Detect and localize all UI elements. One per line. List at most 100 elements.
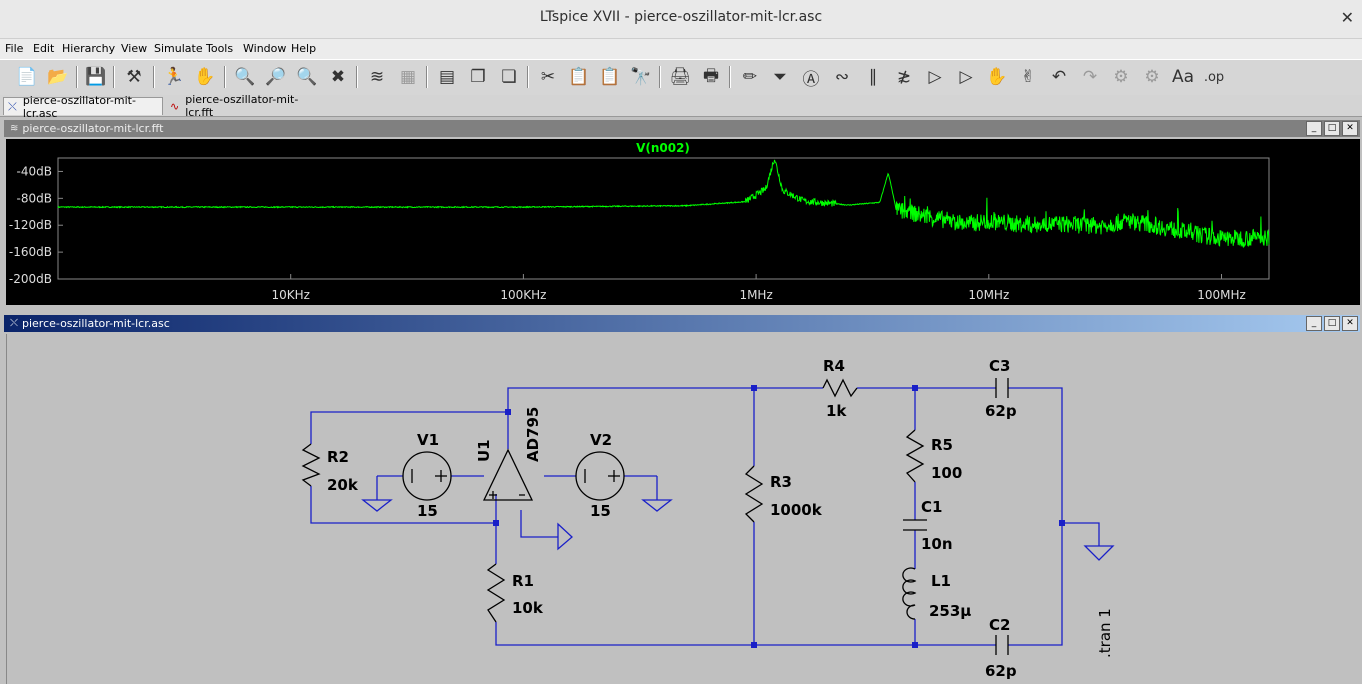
pick-visible-icon[interactable]: ▦ bbox=[399, 67, 417, 87]
c1-ref: C1 bbox=[921, 498, 942, 516]
inductor-l1-symbol[interactable] bbox=[902, 567, 917, 620]
new-schematic-icon[interactable]: 📄 bbox=[16, 67, 38, 87]
x-tick-label: 10MHz bbox=[968, 288, 1009, 302]
resistor-icon[interactable]: ∾ bbox=[834, 67, 850, 87]
resistor-r3-symbol[interactable] bbox=[744, 465, 764, 523]
resistor-r4-symbol[interactable] bbox=[822, 378, 858, 398]
zoom-out-icon[interactable]: 🔍 bbox=[296, 67, 318, 87]
document-tabs: ⤬ pierce-oszillator-mit-lcr.asc ∿ pierce… bbox=[0, 93, 1362, 120]
capacitor-c2-symbol[interactable] bbox=[995, 635, 1009, 655]
c2-ref: C2 bbox=[989, 616, 1010, 634]
menu-tools[interactable]: Tools bbox=[206, 42, 234, 55]
draw-wire-icon[interactable]: ✏ bbox=[742, 67, 758, 87]
copy-icon[interactable]: 📋 bbox=[568, 67, 590, 87]
tile-vertical-icon[interactable]: ❏ bbox=[501, 67, 517, 87]
y-tick-label: -80dB bbox=[17, 191, 52, 205]
close-button[interactable]: ✕ bbox=[1342, 316, 1358, 331]
redo-icon[interactable]: ↷ bbox=[1082, 67, 1098, 87]
resistor-r2-symbol[interactable] bbox=[301, 443, 321, 487]
paste-icon[interactable]: 📋 bbox=[599, 67, 621, 87]
r2-value: 20k bbox=[327, 476, 359, 494]
spice-directive-tran[interactable]: .tran 1 bbox=[1096, 608, 1114, 658]
voltage-source-v2-symbol[interactable] bbox=[575, 451, 625, 501]
y-tick-label: -200dB bbox=[9, 272, 52, 286]
schematic-canvas[interactable]: R4 1k C3 62p R2 20k V1 15 U1 AD795 V2 15… bbox=[6, 334, 1361, 684]
drag-icon[interactable]: ✌ bbox=[1020, 67, 1036, 87]
minimize-button[interactable]: _ bbox=[1306, 316, 1322, 331]
r1-value: 10k bbox=[512, 599, 544, 617]
mirror-icon[interactable]: ⚙ bbox=[1144, 67, 1160, 87]
halt-icon[interactable]: ✋ bbox=[194, 67, 216, 87]
capacitor-c3-symbol[interactable] bbox=[995, 378, 1009, 398]
fft-chart[interactable]: V(n002) -40dB-80dB-120dB-160dB-200dB 10K… bbox=[6, 139, 1360, 305]
fft-plot-pane[interactable]: V(n002) -40dB-80dB-120dB-160dB-200dB 10K… bbox=[6, 139, 1360, 305]
autorange-icon[interactable]: ≋ bbox=[369, 67, 385, 87]
find-icon[interactable]: 🔭 bbox=[630, 67, 652, 87]
undo-icon[interactable]: ↶ bbox=[1051, 67, 1067, 87]
opamp-u1-symbol[interactable] bbox=[482, 448, 534, 501]
c1-value: 10n bbox=[921, 535, 953, 553]
inductor-icon[interactable]: ≵ bbox=[896, 67, 912, 87]
close-button[interactable]: ✕ bbox=[1342, 121, 1358, 136]
component-icon[interactable]: ▷ bbox=[959, 67, 973, 87]
maximize-button[interactable]: □ bbox=[1324, 121, 1340, 136]
capacitor-c1-symbol[interactable] bbox=[903, 519, 927, 531]
schematic-drawing[interactable]: R4 1k C3 62p R2 20k V1 15 U1 AD795 V2 15… bbox=[7, 334, 1361, 684]
run-icon[interactable]: 🏃 bbox=[163, 67, 185, 87]
voltage-source-v1-symbol[interactable] bbox=[402, 451, 452, 501]
control-panel-icon[interactable]: ⚒ bbox=[126, 67, 142, 87]
r5-ref: R5 bbox=[931, 436, 953, 454]
r1-ref: R1 bbox=[512, 572, 534, 590]
fft-window-titlebar[interactable]: ≋ pierce-oszillator-mit-lcr.fft _ □ ✕ bbox=[4, 120, 1360, 137]
r2-ref: R2 bbox=[327, 448, 349, 466]
window-close-button[interactable]: ✕ bbox=[1340, 8, 1354, 27]
menu-file[interactable]: File bbox=[5, 42, 24, 55]
resistor-r5-symbol[interactable] bbox=[905, 429, 925, 483]
tab-schematic[interactable]: ⤬ pierce-oszillator-mit-lcr.asc bbox=[3, 94, 163, 120]
v2-value: 15 bbox=[590, 502, 611, 520]
tab-fft-label: pierce-oszillator-mit-lcr.fft bbox=[185, 93, 299, 119]
diode-icon[interactable]: ▷ bbox=[928, 67, 942, 87]
minimize-button[interactable]: _ bbox=[1306, 121, 1322, 136]
trace-label[interactable]: V(n002) bbox=[636, 141, 690, 155]
c2-value: 62p bbox=[985, 662, 1017, 680]
menu-hierarchy[interactable]: Hierarchy bbox=[62, 42, 116, 55]
print-icon[interactable]: 🖨 bbox=[669, 67, 691, 87]
maximize-button[interactable]: □ bbox=[1324, 316, 1340, 331]
pan-icon[interactable]: 🔎 bbox=[265, 67, 287, 87]
menu-view[interactable]: View bbox=[121, 42, 148, 55]
cut-icon[interactable]: ✂ bbox=[540, 67, 556, 87]
v2-ref: V2 bbox=[590, 431, 612, 449]
window-title: LTspice XVII - pierce-oszillator-mit-lcr… bbox=[539, 9, 823, 25]
menu-simulate[interactable]: Simulate bbox=[154, 42, 203, 55]
x-tick-label: 100KHz bbox=[500, 288, 546, 302]
c3-value: 62p bbox=[985, 402, 1017, 420]
cascade-icon[interactable]: ❐ bbox=[470, 67, 486, 87]
fft-window-title: pierce-oszillator-mit-lcr.fft bbox=[22, 122, 164, 135]
window-titlebar: LTspice XVII - pierce-oszillator-mit-lcr… bbox=[0, 0, 1362, 39]
spice-directive-icon[interactable]: .op bbox=[1203, 69, 1225, 85]
capacitor-icon[interactable]: ∥ bbox=[868, 67, 878, 87]
text-icon[interactable]: Aa bbox=[1171, 67, 1195, 87]
toolbar: 📄 📂 💾 ⚒ 🏃 ✋ 🔍 🔎 🔍 ✖ ≋ ▦ ▤ ❐ ❏ ✂ 📋 📋 🔭 🖨 … bbox=[0, 59, 1362, 96]
rotate-icon[interactable]: ⚙ bbox=[1113, 67, 1129, 87]
print-setup-icon[interactable]: 🖶 bbox=[702, 65, 720, 86]
zoom-in-icon[interactable]: 🔍 bbox=[234, 67, 256, 87]
open-icon[interactable]: 📂 bbox=[47, 67, 69, 87]
ground-icon[interactable]: ⏷ bbox=[773, 67, 787, 87]
plot-area bbox=[57, 157, 1270, 280]
tile-horizontal-icon[interactable]: ▤ bbox=[438, 67, 456, 87]
schematic-window-titlebar[interactable]: ⤬ pierce-oszillator-mit-lcr.asc _ □ ✕ bbox=[4, 315, 1360, 332]
menu-help[interactable]: Help bbox=[291, 42, 317, 55]
move-icon[interactable]: ✋ bbox=[986, 67, 1008, 87]
resistor-r1-symbol[interactable] bbox=[486, 563, 506, 623]
save-icon[interactable]: 💾 bbox=[85, 67, 107, 87]
menu-window[interactable]: Window bbox=[243, 42, 287, 55]
schematic-icon: ⤬ bbox=[10, 318, 18, 329]
waveform-icon: ∿ bbox=[170, 99, 180, 113]
v1-ref: V1 bbox=[417, 431, 439, 449]
menu-edit[interactable]: Edit bbox=[33, 42, 55, 55]
tab-fft[interactable]: ∿ pierce-oszillator-mit-lcr.fft bbox=[166, 93, 320, 119]
zoom-fit-icon[interactable]: ✖ bbox=[330, 67, 346, 87]
label-net-icon[interactable]: Ⓐ bbox=[802, 69, 820, 90]
